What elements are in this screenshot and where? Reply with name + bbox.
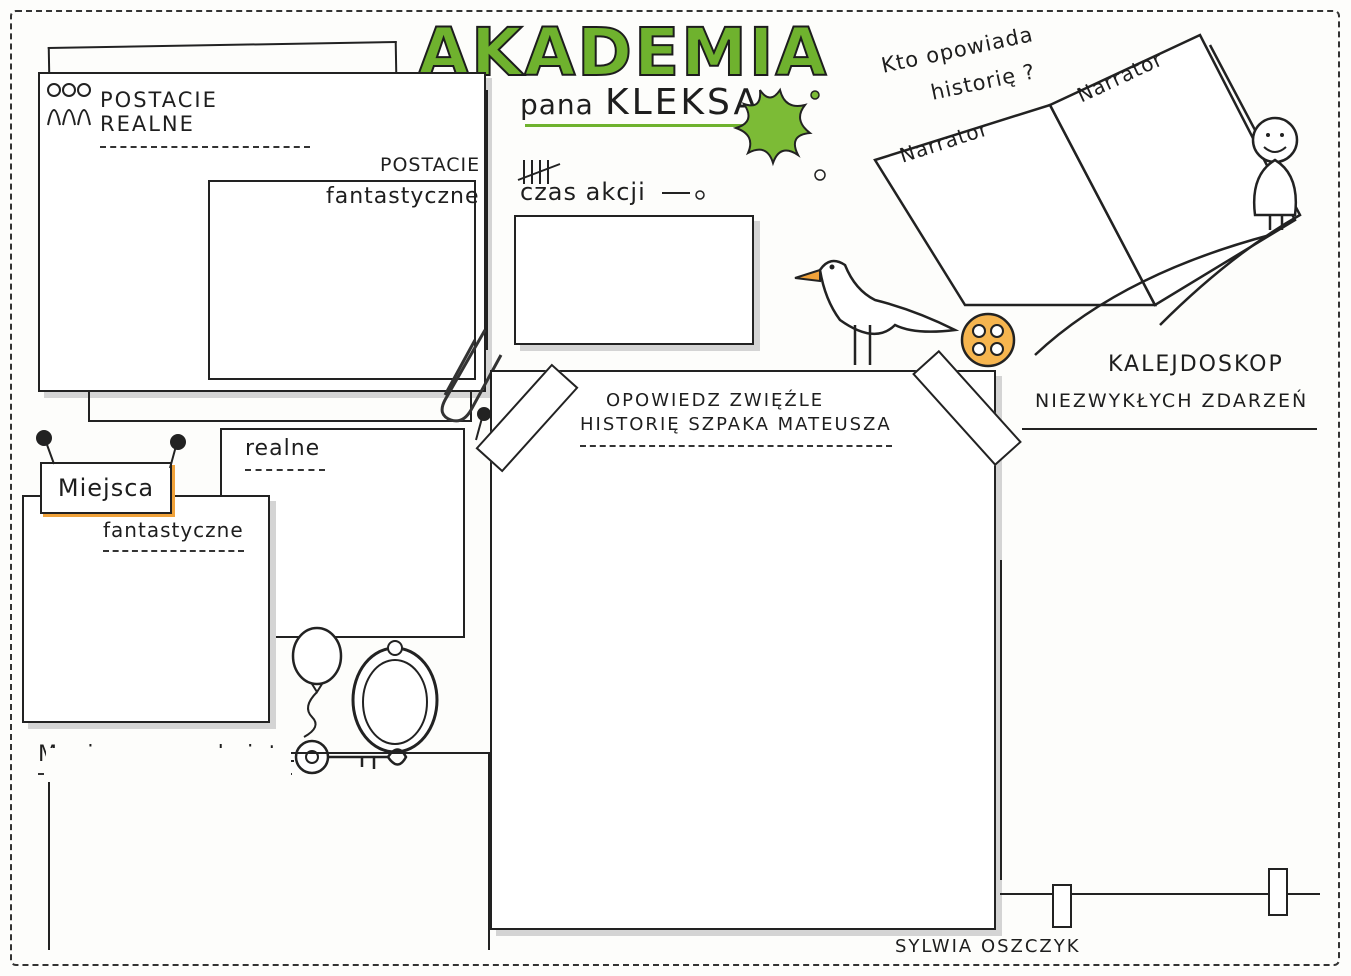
sewing-button-icon [960,312,1016,368]
key-icon [294,739,408,775]
author-signature: SYLWIA OSZCZYK [895,936,1081,957]
time-box [514,215,754,345]
time-label-line [662,192,690,194]
page-subtitle: pana KLEKSA [520,82,761,123]
mirror-icon [351,640,439,754]
kaleidoscope-clip-left [1052,884,1072,928]
story-box [490,370,996,930]
title-underline [525,124,750,127]
story-prompt-line-2: HISTORIĘ SZPAKA MATEUSZA [580,414,892,447]
pin-right-icon [169,434,186,469]
open-book-icon [873,33,1302,356]
child-figure-icon [1251,116,1299,230]
subtitle-name: KLEKSA [605,82,762,123]
tally-marks-icon [517,160,561,184]
story-prompt-line-1: OPOWIEDZ ZWIĘŹLE [606,390,825,411]
characters-fantastic-label-2: fantastyczne [326,184,480,209]
kaleidoscope-top-line [1022,428,1317,430]
places-real-label: realne [245,436,325,471]
kaleidoscope-clip-right [1268,868,1288,916]
center-divider [486,90,488,350]
places-fantastic-box [22,495,270,723]
paperclip-icon [440,329,503,423]
kaleidoscope-bottom-line [1000,893,1320,895]
balloon-icon [291,626,343,738]
kaleidoscope-left-line [1000,560,1002,880]
places-tag: Miejsca [40,462,172,514]
magic-items-cover [46,748,291,782]
people-icon [47,83,91,126]
pin-left-icon [36,430,55,465]
characters-bottom-sheet [88,390,472,422]
pin-small-icon [475,407,491,441]
kaleidoscope-label-2: NIEZWYKŁYCH ZDARZEŃ [1035,390,1309,412]
characters-fantastic-box [208,180,476,380]
worksheet-border [10,10,1340,966]
characters-fantastic-label-1: POSTACIE [380,154,481,176]
subtitle-prefix: pana [520,88,594,121]
characters-real-label: POSTACIE REALNE [100,88,310,148]
places-tag-label: Miejsca [57,474,155,502]
starling-bird-icon [794,259,960,365]
ink-splash-icon [695,87,826,200]
kaleidoscope-label-1: KALEJDOSKOP [1108,352,1284,377]
places-fantastic-label: fantastyczne [103,518,244,552]
